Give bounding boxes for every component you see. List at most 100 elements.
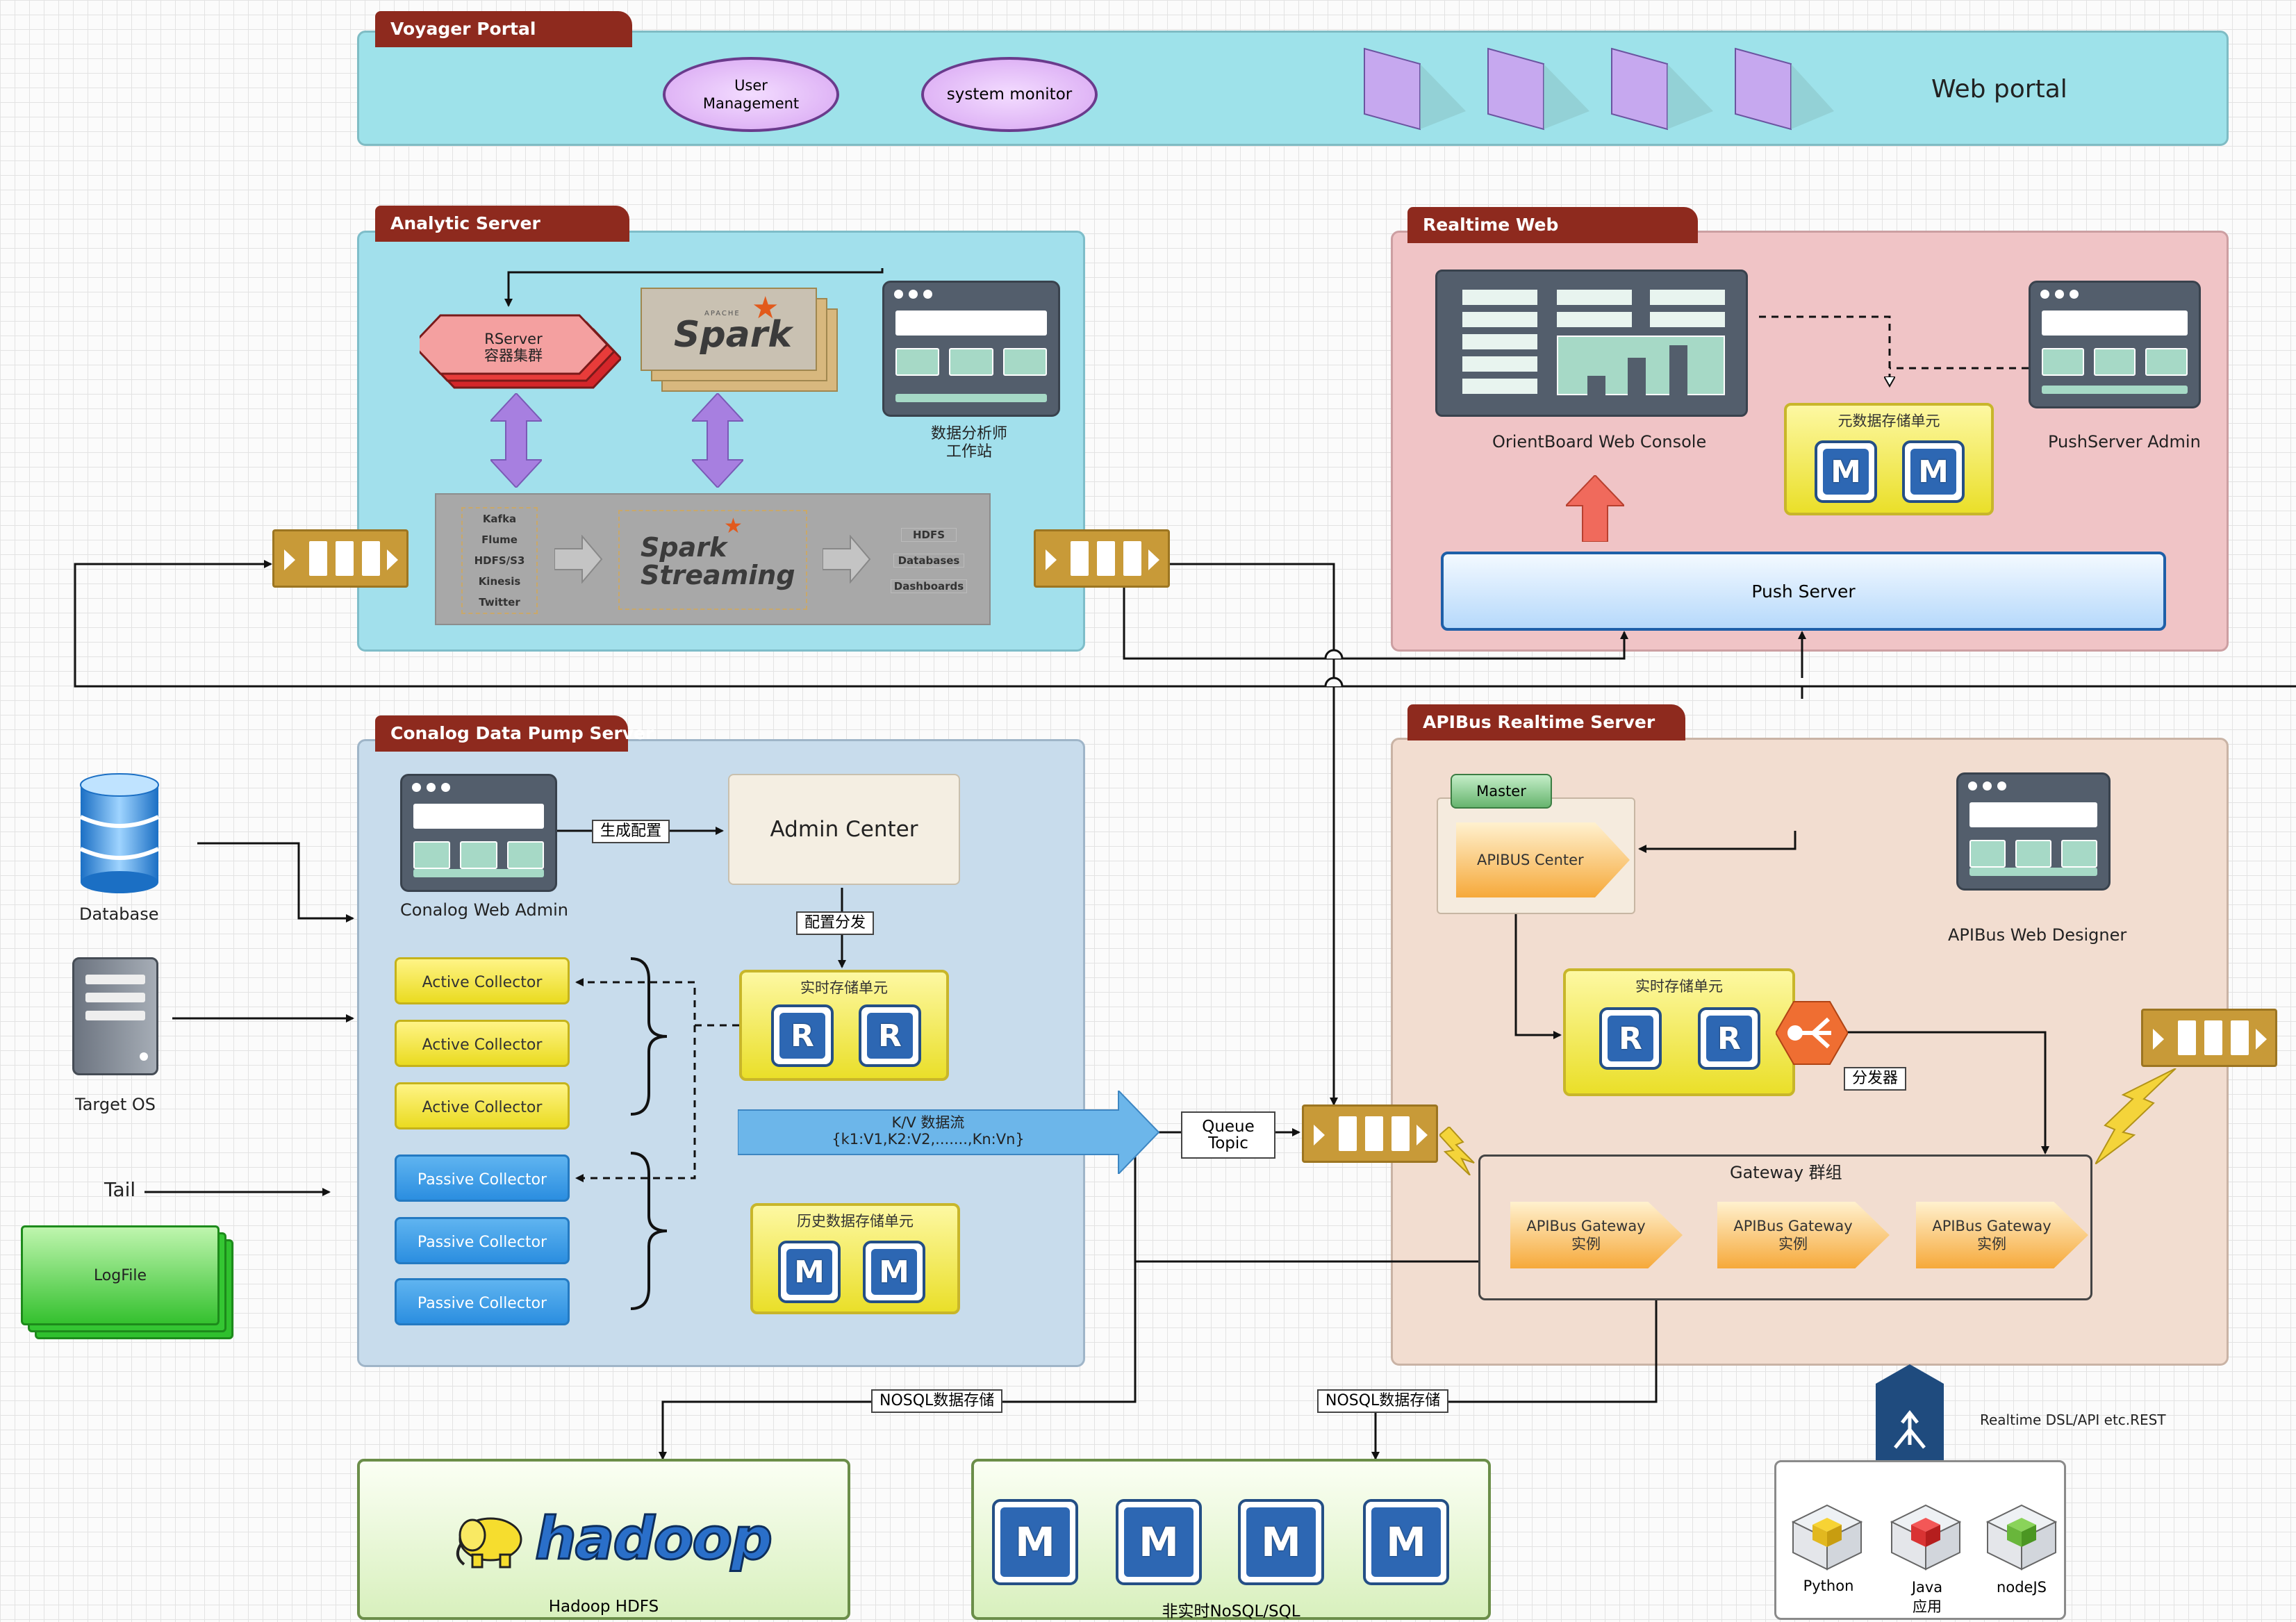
updown-arrow-rserver xyxy=(490,393,542,488)
passive-collector-3[interactable]: Passive Collector xyxy=(395,1278,570,1325)
lightning-small-icon xyxy=(1439,1127,1478,1175)
apibus-tab: APIBus Realtime Server xyxy=(1407,704,1685,740)
source-flume: Flume xyxy=(481,533,518,546)
pushserver-admin-window[interactable] xyxy=(2029,281,2201,408)
apibus-center-node[interactable]: APIBUS Center xyxy=(1456,822,1630,897)
hadoop-hdfs-label: Hadoop HDFS xyxy=(548,1598,659,1616)
conalog-history-store: 历史数据存储单元 M M xyxy=(750,1203,960,1314)
queue-apibus-right xyxy=(2141,1009,2277,1067)
push-server-box[interactable]: Push Server xyxy=(1441,552,2166,631)
spark-star-icon: ★ xyxy=(752,290,779,326)
kv-stream-arrow: K/V 数据流 {k1:V1,K2:V2,.......,Kn:Vn} xyxy=(738,1091,1160,1174)
user-management-label: User Management xyxy=(702,77,800,112)
user-management-node[interactable]: User Management xyxy=(663,57,839,132)
system-monitor-node[interactable]: system monitor xyxy=(921,57,1098,132)
updown-arrow-spark xyxy=(692,393,743,488)
spark-streaming-label: Spark Streaming xyxy=(641,532,795,590)
active-collector-1[interactable]: Active Collector xyxy=(395,957,570,1004)
gateway-instance-2[interactable]: APIBus Gateway 实例 xyxy=(1717,1202,1890,1268)
hadoop-elephant-icon xyxy=(452,1512,535,1570)
passive-collector-1[interactable]: Passive Collector xyxy=(395,1155,570,1202)
python-label: Python xyxy=(1803,1578,1854,1594)
active-collector-3[interactable]: Active Collector xyxy=(395,1082,570,1129)
sink-dashboards: Dashboards xyxy=(890,579,968,593)
logfile-label: LogFile xyxy=(93,1266,147,1284)
source-kinesis: Kinesis xyxy=(478,575,521,588)
admin-center-box[interactable]: Admin Center xyxy=(728,774,960,885)
nodejs-cube-icon xyxy=(1983,1503,2060,1572)
tail-label: Tail xyxy=(104,1178,136,1201)
source-kafka: Kafka xyxy=(482,513,517,525)
orientboard-console-window[interactable] xyxy=(1435,270,1748,417)
admin-center-label: Admin Center xyxy=(770,817,918,842)
hadoop-hdfs-box: hadoop Hadoop HDFS xyxy=(357,1459,850,1620)
spark-stack[interactable]: APACHE Spark ★ xyxy=(641,288,842,392)
database-icon xyxy=(78,771,161,893)
nodejs-label: nodeJS xyxy=(1997,1579,2047,1596)
apibus-web-designer-window[interactable] xyxy=(1956,772,2111,891)
gateway-instance-3[interactable]: APIBus Gateway 实例 xyxy=(1916,1202,2088,1268)
nosql-chip-2: M xyxy=(1116,1499,1202,1585)
nosql-chip-1: M xyxy=(992,1499,1078,1585)
redis-chip-1: R xyxy=(771,1004,834,1067)
redis-chip-2: R xyxy=(859,1004,921,1067)
sink-databases: Databases xyxy=(893,553,965,568)
spark-streaming-pipeline: Kafka Flume HDFS/S3 Kinesis Twitter Spar… xyxy=(435,493,991,625)
logfile-stack[interactable]: LogFile xyxy=(21,1225,238,1343)
orientboard-console-label: OrientBoard Web Console xyxy=(1492,432,1707,452)
realtime-web-tab: Realtime Web xyxy=(1407,207,1698,243)
spark-logo: Spark xyxy=(674,314,792,356)
meta-chip-2: M xyxy=(1902,440,1965,503)
conalog-realtime-store-title: 实时存储单元 xyxy=(800,979,888,996)
nosql-sql-box: M M M M 非实时NoSQL/SQL xyxy=(971,1459,1491,1621)
spark-streaming-box: Spark Streaming ★ xyxy=(618,510,807,610)
rest-api-icon xyxy=(1876,1364,1944,1460)
gateway-instance-1[interactable]: APIBus Gateway 实例 xyxy=(1510,1202,1683,1268)
language-clients-box: Python Java 应用 nodeJS xyxy=(1774,1460,2066,1620)
queue-analytic-left xyxy=(272,529,408,588)
history-chip-2: M xyxy=(863,1241,925,1303)
meta-store-unit: 元数据存储单元 M M xyxy=(1784,403,1994,515)
passive-collector-2[interactable]: Passive Collector xyxy=(395,1217,570,1264)
analyst-workstation-window[interactable] xyxy=(882,281,1060,417)
conalog-web-admin-label: Conalog Web Admin xyxy=(400,900,569,920)
database-label: Database xyxy=(79,904,159,924)
rserver-label: RServer 容器集群 xyxy=(484,331,543,364)
voyager-portal-tab: Voyager Portal xyxy=(375,11,632,47)
stream-sources: Kafka Flume HDFS/S3 Kinesis Twitter xyxy=(461,507,538,614)
hadoop-logo-text: hadoop xyxy=(534,1504,773,1574)
web-portal-label: Web portal xyxy=(1931,75,2067,104)
nosql-sql-label: 非实时NoSQL/SQL xyxy=(1162,1603,1300,1621)
gateway-group-label: Gateway 群组 xyxy=(1730,1163,1842,1182)
conalog-web-admin-window[interactable] xyxy=(400,774,557,892)
spark-apache-label: APACHE xyxy=(704,310,741,317)
apibus-realtime-store: 实时存储单元 R R xyxy=(1563,968,1795,1096)
apibus-center-label: APIBUS Center xyxy=(1477,852,1584,868)
rserver-cluster[interactable]: RServer 容器集群 xyxy=(420,310,621,396)
gen-config-label: 生成配置 xyxy=(592,820,670,843)
gateway-instance-2-label: APIBus Gateway 实例 xyxy=(1733,1218,1853,1252)
conalog-history-store-title: 历史数据存储单元 xyxy=(797,1213,914,1230)
spark-streaming-star-icon: ★ xyxy=(724,514,743,538)
gateway-instance-1-label: APIBus Gateway 实例 xyxy=(1526,1218,1646,1252)
pushserver-admin-label: PushServer Admin xyxy=(2048,432,2201,452)
dispatcher-label: 分发器 xyxy=(1844,1067,1907,1091)
source-twitter: Twitter xyxy=(479,596,520,609)
master-tab: Master xyxy=(1451,774,1552,809)
lightning-large-icon xyxy=(2095,1068,2177,1164)
active-collector-2[interactable]: Active Collector xyxy=(395,1020,570,1067)
queue-topic-label-box: Queue Topic xyxy=(1181,1111,1275,1159)
analytic-server-tab: Analytic Server xyxy=(375,206,629,242)
apibus-redis-chip-1: R xyxy=(1599,1007,1662,1070)
apibus-realtime-store-title: 实时存储单元 xyxy=(1635,978,1723,995)
up-arrow-icon xyxy=(1566,475,1624,542)
meta-store-title: 元数据存储单元 xyxy=(1837,413,1940,429)
queue-topic-queue xyxy=(1302,1104,1438,1163)
apibus-web-designer-label: APIBus Web Designer xyxy=(1948,925,2127,945)
python-cube-icon xyxy=(1789,1503,1865,1572)
conalog-tab: Conalog Data Pump Server xyxy=(375,715,654,752)
rest-api-label: Realtime DSL/API etc.REST xyxy=(1980,1412,2166,1428)
conalog-realtime-store: 实时存储单元 R R xyxy=(739,970,949,1081)
gateway-instance-3-label: APIBus Gateway 实例 xyxy=(1932,1218,2051,1252)
